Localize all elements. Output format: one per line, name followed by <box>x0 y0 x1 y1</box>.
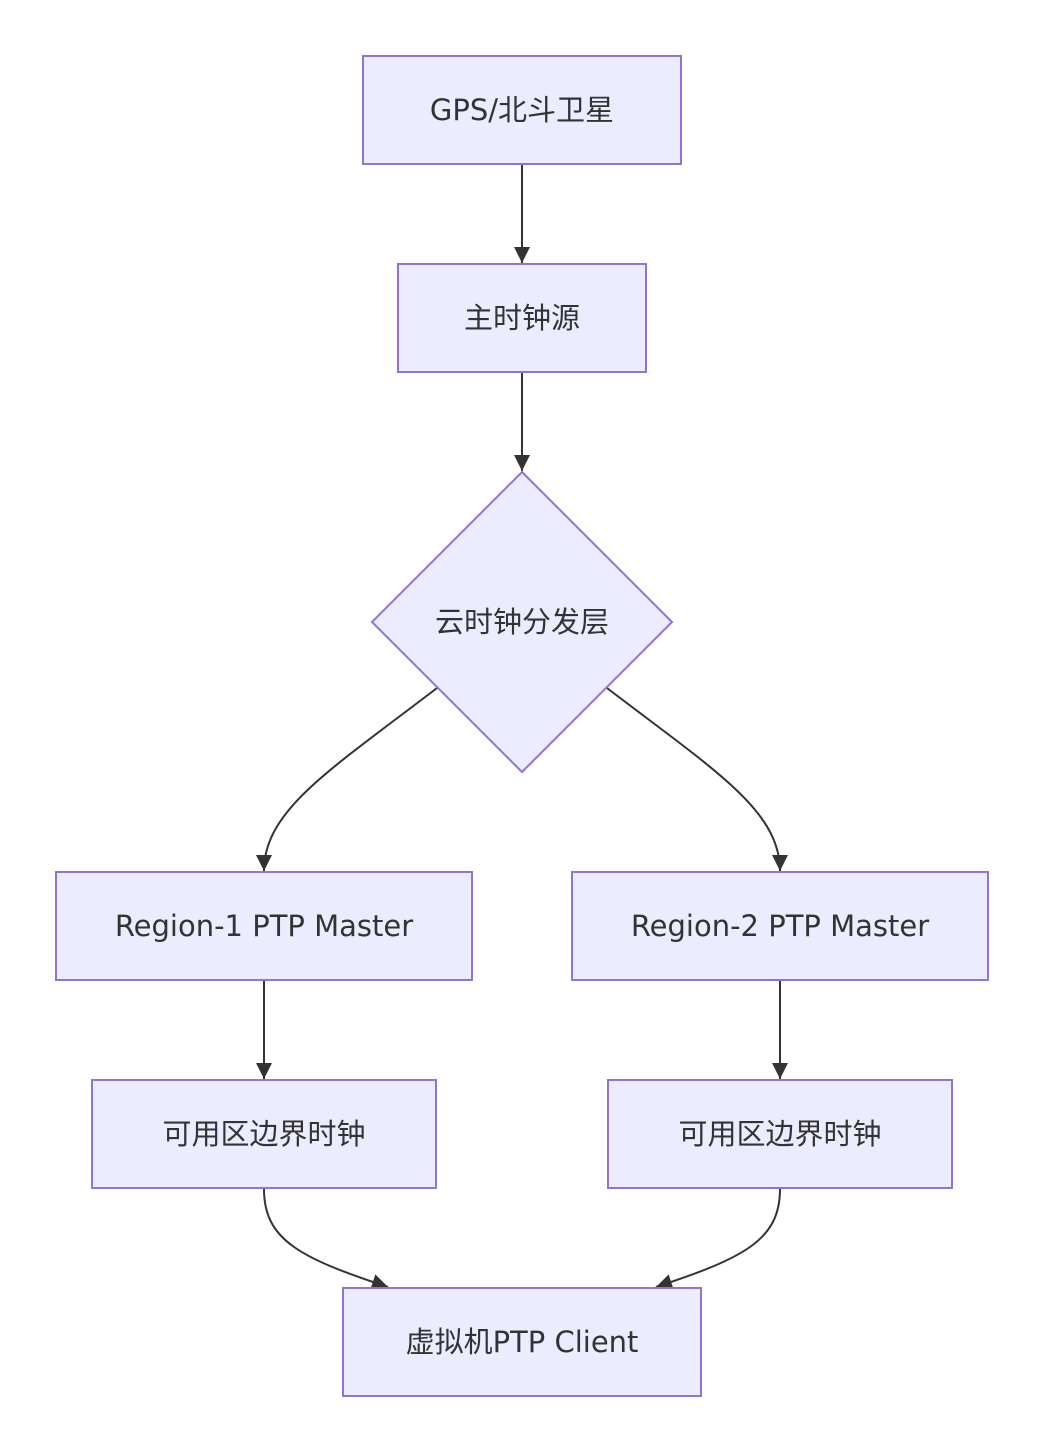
node-vm-client-box <box>342 1287 702 1397</box>
node-master-clock[interactable]: 主时钟源 <box>397 263 647 373</box>
node-region1[interactable]: Region-1 PTP Master <box>55 871 473 981</box>
node-cloud-layer-diamond <box>370 470 674 774</box>
node-az-clock-1-label: 可用区边界时钟 <box>162 1117 365 1151</box>
node-region2-label: Region-2 PTP Master <box>631 909 929 943</box>
node-region2-box <box>571 871 989 981</box>
node-master-clock-box <box>397 263 647 373</box>
node-master-clock-label: 主时钟源 <box>464 301 580 335</box>
node-az-clock-2-label: 可用区边界时钟 <box>678 1117 881 1151</box>
node-region2[interactable]: Region-2 PTP Master <box>571 871 989 981</box>
node-cloud-layer[interactable]: 云时钟分发层 <box>370 470 674 774</box>
node-vm-client-label: 虚拟机PTP Client <box>406 1325 639 1359</box>
node-az-clock-1-box <box>91 1079 437 1189</box>
node-cloud-layer-label: 云时钟分发层 <box>435 605 609 639</box>
node-region1-label: Region-1 PTP Master <box>115 909 413 943</box>
node-az-clock-2-box <box>607 1079 953 1189</box>
node-az-clock-2[interactable]: 可用区边界时钟 <box>607 1079 953 1189</box>
edge-az-clock-1-to-vm-client <box>263 1188 389 1290</box>
node-gps-box <box>362 55 682 165</box>
edges <box>256 165 788 1290</box>
edge-cloud-layer-to-region1 <box>256 687 438 872</box>
edge-az-clock-2-to-vm-client <box>655 1188 781 1290</box>
edge-cloud-layer-to-region2 <box>606 687 788 872</box>
node-gps-label: GPS/北斗卫星 <box>430 93 614 127</box>
node-region1-box <box>55 871 473 981</box>
node-vm-client[interactable]: 虚拟机PTP Client <box>342 1287 702 1397</box>
node-az-clock-1[interactable]: 可用区边界时钟 <box>91 1079 437 1189</box>
node-gps[interactable]: GPS/北斗卫星 <box>362 55 682 165</box>
